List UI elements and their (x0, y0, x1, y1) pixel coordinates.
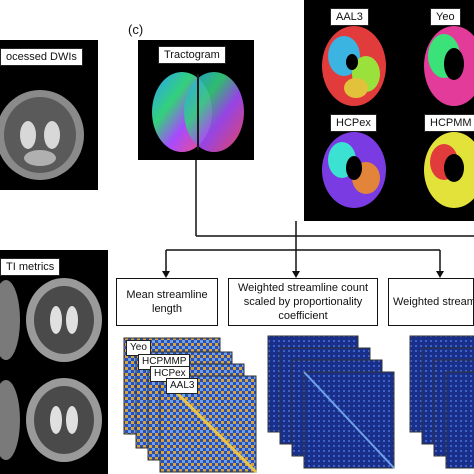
weighted-streamline-count-box: Weighted streamli (388, 278, 474, 326)
weighted-scaled-count-box: Weighted streamline count scaled by prop… (228, 278, 378, 326)
atlas-panel: AAL3 Yeo HCPex HCPMM (304, 0, 474, 221)
tractogram-panel: Tractogram (138, 40, 254, 160)
dwi-brain-image (0, 90, 84, 180)
weighted-count-matrix-stack (404, 334, 474, 474)
atlas-hcpmm-label: HCPMM (424, 114, 474, 132)
preprocessed-dwi-panel: ocessed DWIs (0, 40, 98, 190)
mean-length-matrix-stack: Yeo HCPMMP HCPex AAL3 (116, 334, 264, 474)
weighted-scaled-matrix-stack (262, 334, 402, 474)
atlas-hcpex-label: HCPex (330, 114, 377, 132)
mean-streamline-length-box: Mean streamline length (116, 278, 218, 326)
dti-brain-images (0, 278, 102, 462)
section-c-label: (c) (128, 22, 144, 37)
atlas-aal3-label: AAL3 (330, 8, 369, 26)
tractogram-image (152, 72, 244, 152)
matrix-stack-3-image (409, 335, 474, 469)
atlas-parcellation-images (322, 26, 474, 208)
matrix-stack-2-image (267, 335, 395, 469)
tractogram-label: Tractogram (158, 46, 226, 64)
atlas-yeo-label: Yeo (430, 8, 461, 26)
dti-metrics-panel: TI metrics (0, 250, 108, 474)
preprocessed-dwi-label: ocessed DWIs (0, 48, 83, 66)
dti-metrics-label: TI metrics (0, 258, 61, 276)
matrix-label-aal3: AAL3 (166, 378, 199, 394)
